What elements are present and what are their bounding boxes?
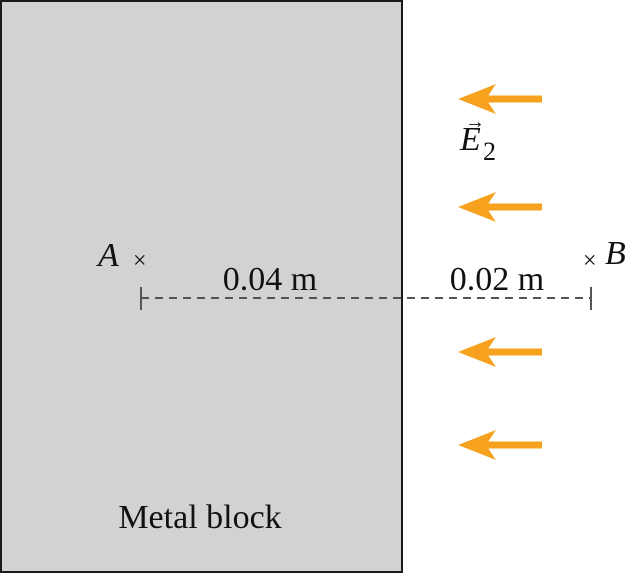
field-arrow — [458, 84, 542, 114]
point-b-marker: × — [583, 248, 597, 274]
distance-label-inside: 0.04 m — [223, 261, 317, 298]
point-a-label: A — [96, 237, 119, 274]
field-vector-mark: → — [465, 111, 485, 133]
field-arrow — [458, 337, 542, 367]
field-arrow — [458, 192, 542, 222]
metal-block — [0, 0, 403, 573]
field-subscript: 2 — [483, 137, 496, 166]
point-a-marker: × — [133, 248, 147, 274]
metal-block-label: Metal block — [118, 499, 281, 536]
field-arrow — [458, 430, 542, 460]
distance-label-outside: 0.02 m — [450, 261, 544, 298]
field-symbol: E — [459, 121, 481, 158]
point-b-label: B — [605, 235, 626, 272]
